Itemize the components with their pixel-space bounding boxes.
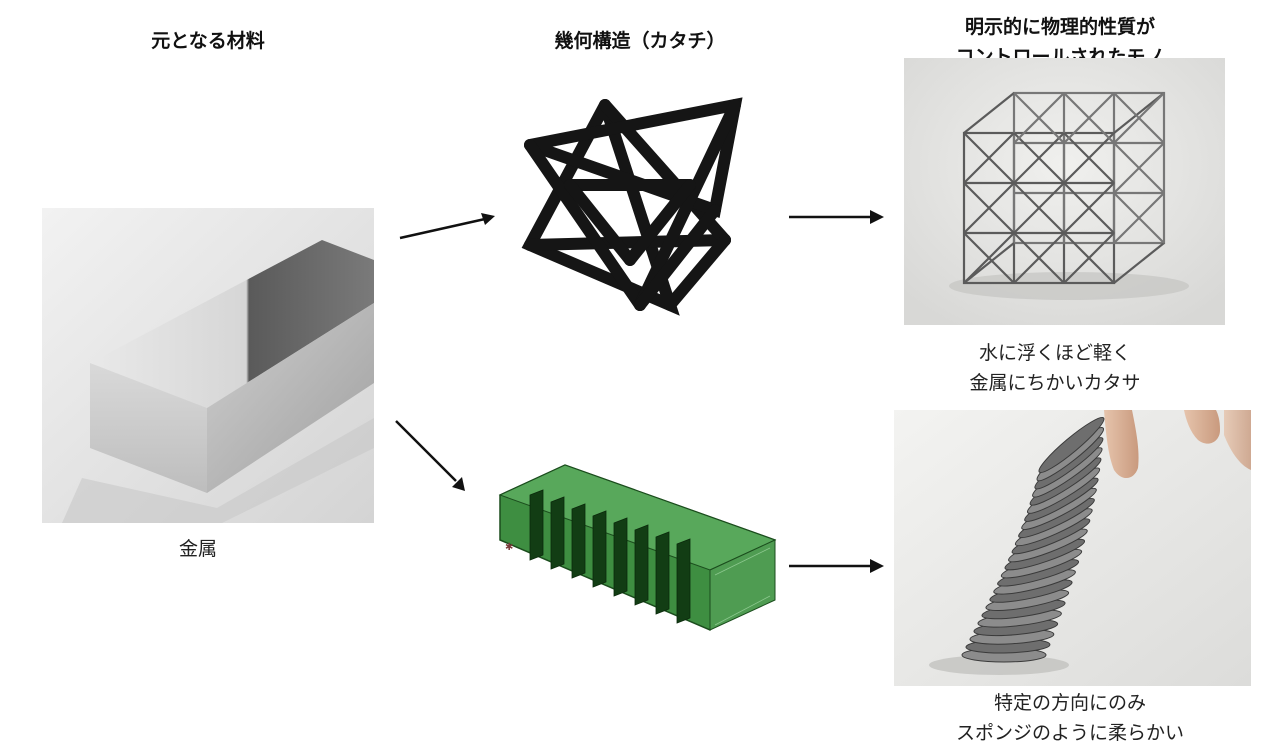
- metal-lattice-photo: [904, 58, 1225, 325]
- caption-lattice-line-1: 水に浮くほど軽く: [978, 342, 1131, 364]
- heading-result-line-1: 明示的に物理的性質が: [964, 16, 1155, 38]
- caption-spring-result: 特定の方向にのみ スポンジのように柔らかい: [920, 688, 1220, 748]
- caption-spring-line-1: 特定の方向にのみ: [993, 692, 1146, 714]
- arrow-right-icon: [789, 210, 884, 224]
- caption-lattice-result: 水に浮くほど軽く 金属にちかいカタサ: [920, 338, 1190, 398]
- heading-geometry: 幾何構造（カタチ）: [554, 30, 726, 52]
- caption-lattice-line-2: 金属にちかいカタサ: [969, 372, 1141, 394]
- heading-material: 元となる材料: [151, 30, 265, 52]
- spring-disc: [1038, 416, 1105, 474]
- arrow-right-icon: [399, 213, 495, 240]
- flexible-metal-spring-photo: [894, 410, 1251, 686]
- caption-spring-line-2: スポンジのように柔らかい: [955, 722, 1184, 744]
- arrow-down-right-icon: [395, 420, 465, 491]
- caption-metal: 金属: [178, 538, 217, 560]
- spring-discs: [961, 416, 1105, 663]
- slotted-block-model: ✱: [495, 460, 785, 635]
- octet-truss-unit-cell: [510, 95, 750, 320]
- metal-block-image: [42, 208, 374, 523]
- arrow-right-icon: [789, 559, 884, 573]
- svg-text:✱: ✱: [505, 542, 513, 553]
